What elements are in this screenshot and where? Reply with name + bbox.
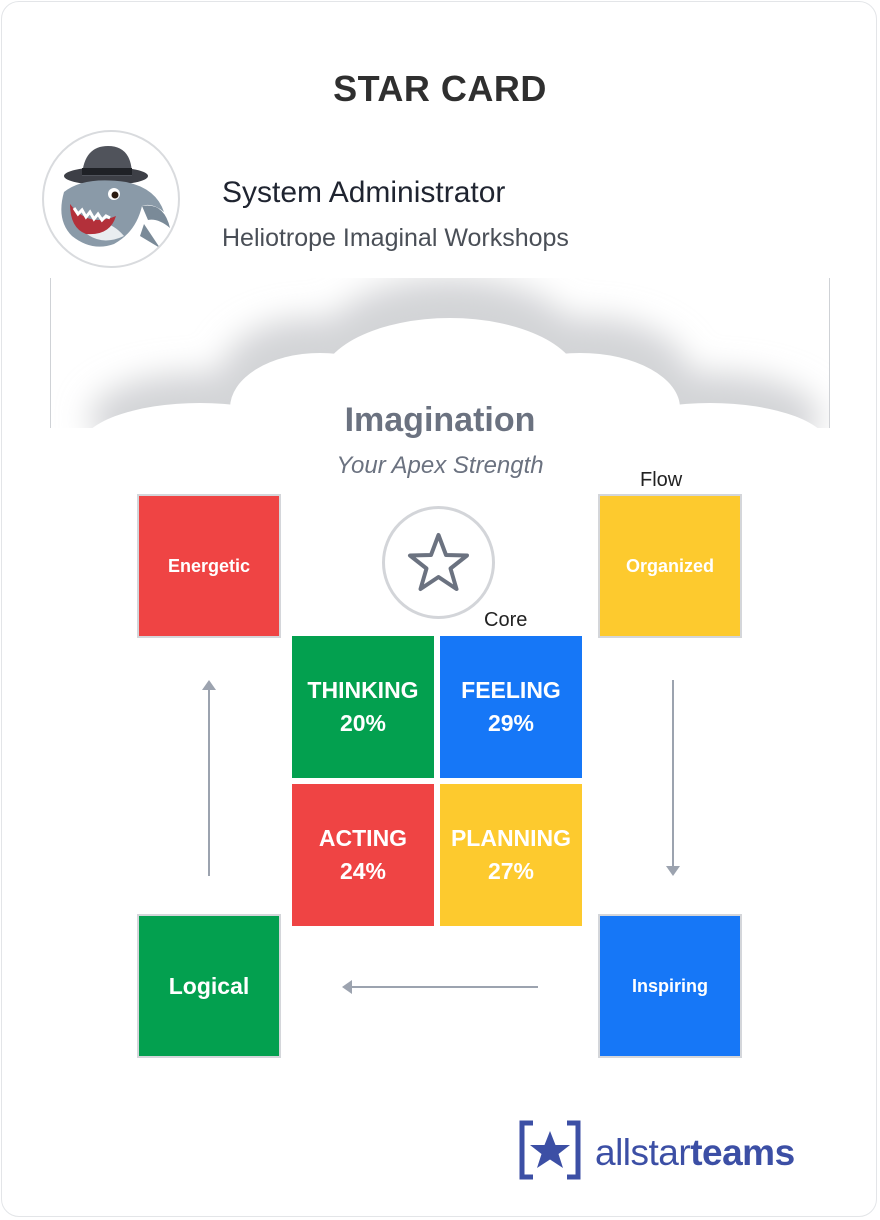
- flow-box-label: Logical: [168, 972, 250, 999]
- flow-box-inspiring: Inspiring: [598, 914, 742, 1058]
- quadrant-label: THINKING: [307, 677, 419, 703]
- logo-prefix: allstar: [595, 1132, 691, 1173]
- quadrant-label: PLANNING: [450, 825, 572, 851]
- arrow-up-icon: [202, 680, 216, 876]
- star-bracket-logo-icon: [519, 1120, 581, 1180]
- apex-strength-title: Imagination: [344, 401, 536, 439]
- quadrant-thinking: THINKING 20%: [292, 636, 434, 778]
- quadrant-percent: 20%: [339, 710, 387, 736]
- flow-box-label: Energetic: [167, 555, 251, 576]
- allstarteams-logo: allstarteams: [519, 1120, 819, 1180]
- user-name: System Administrator: [222, 176, 506, 209]
- cloud-frame-right-line: [829, 278, 830, 453]
- card-title: STAR CARD: [333, 68, 547, 109]
- flow-box-label: Organized: [625, 555, 714, 576]
- flow-box-label: Inspiring: [632, 975, 708, 996]
- core-label: Core: [484, 609, 528, 631]
- quadrant-acting: ACTING 24%: [292, 784, 434, 926]
- flow-box-organized: Organized: [598, 494, 742, 638]
- logo-suffix: teams: [690, 1132, 795, 1173]
- apex-strength-subtitle: Your Apex Strength: [336, 452, 544, 479]
- user-organization: Heliotrope Imaginal Workshops: [222, 224, 569, 252]
- profile-avatar: [42, 130, 180, 268]
- quadrant-label: ACTING: [318, 825, 408, 851]
- quadrant-percent: 29%: [487, 710, 535, 736]
- flow-box-energetic: Energetic: [137, 494, 281, 638]
- flow-label: Flow: [640, 469, 683, 491]
- shark-avatar-icon: [61, 146, 170, 248]
- quadrant-label: FEELING: [461, 677, 561, 703]
- quadrant-feeling: FEELING 29%: [440, 636, 582, 778]
- cloud-backdrop: [50, 278, 830, 453]
- arrow-down-icon: [666, 680, 680, 876]
- quadrant-planning: PLANNING 27%: [440, 784, 582, 926]
- quadrant-percent: 27%: [487, 858, 535, 884]
- quadrant-percent: 24%: [339, 858, 387, 884]
- flow-box-logical: Logical: [137, 914, 281, 1058]
- apex-star-badge: [382, 506, 495, 619]
- arrow-left-icon: [342, 980, 538, 994]
- logo-wordmark: allstarteams: [595, 1132, 795, 1174]
- star-icon: [408, 533, 469, 591]
- cloud-frame-left-line: [50, 278, 51, 453]
